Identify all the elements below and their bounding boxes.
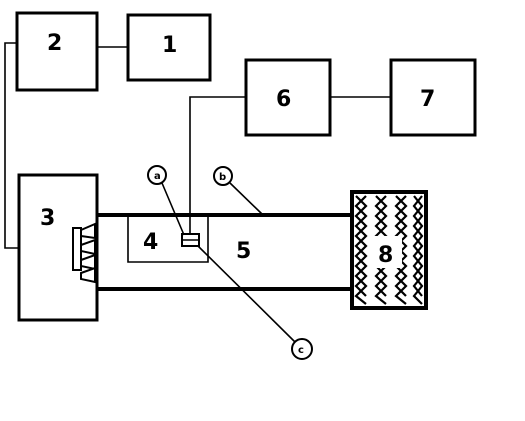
sensor-element: [181, 233, 200, 247]
block-1-label: 1: [162, 33, 177, 58]
callout-b-label: b: [219, 172, 226, 183]
link-6-sensor: [189, 96, 246, 234]
block-8-label: 8: [378, 243, 393, 268]
callout-c-circle: [291, 338, 313, 360]
block-4-label: 4: [143, 230, 158, 255]
block-4: [127, 215, 209, 263]
callout-c-leader: [197, 245, 296, 343]
link-2-3: [4, 42, 19, 249]
callout-b-circle: [213, 166, 233, 186]
block-2: [15, 11, 99, 92]
callout-a-label: a: [154, 171, 161, 182]
emitter-array: [72, 222, 96, 284]
callout-a-circle: [147, 165, 167, 185]
callout-a-leader: [161, 182, 185, 236]
callout-c-label: c: [298, 345, 304, 356]
block-6-label: 6: [276, 87, 291, 112]
chamber-5-label: 5: [236, 239, 251, 264]
callout-b-leader: [229, 182, 263, 215]
block-1: [126, 13, 212, 82]
block-8: [350, 190, 428, 310]
block-3-label: 3: [40, 206, 55, 231]
block-2-label: 2: [47, 31, 62, 56]
block-7-label: 7: [420, 87, 435, 112]
